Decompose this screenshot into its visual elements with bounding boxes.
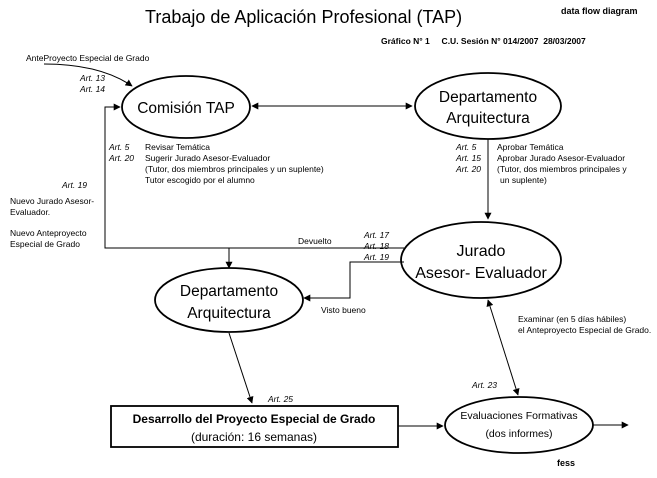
- article-20-right: Art. 20: [455, 164, 481, 174]
- article-18: Art. 18: [363, 241, 389, 251]
- node-departamento-mid-line1: Departamento: [180, 283, 278, 300]
- comision-task-1: Revisar Temática: [145, 142, 210, 152]
- node-departamento-top: [414, 72, 562, 140]
- comision-task-3: (Tutor, dos miembros principales y un su…: [145, 164, 324, 174]
- depto-task-3: (Tutor, dos miembros principales y: [497, 164, 627, 174]
- node-desarrollo-proyecto: [110, 405, 399, 448]
- article-17: Art. 17: [363, 230, 389, 240]
- article-13: Art. 13: [79, 73, 105, 83]
- article-23: Art. 23: [471, 380, 497, 390]
- article-20-left: Art. 20: [108, 153, 134, 163]
- nuevo-anteproyecto-line1: Nuevo Anteproyecto: [10, 228, 87, 238]
- comision-task-4: Tutor escogido por el alumno: [145, 175, 255, 185]
- visto-bueno-label: Visto bueno: [321, 305, 366, 315]
- node-comision-tap: [121, 75, 251, 139]
- node-evaluaciones-line1: Evaluaciones Formativas: [460, 410, 577, 422]
- fess-label: fess: [557, 458, 575, 468]
- node-evaluaciones-formativas: [444, 396, 594, 454]
- article-14: Art. 14: [79, 84, 105, 94]
- input-label: AnteProyecto Especial de Grado: [26, 53, 150, 63]
- node-comision-label: Comisión TAP: [137, 100, 235, 117]
- flow-departamento-to-desarrollo: [228, 332, 254, 404]
- depto-task-1: Aprobar Temática: [497, 142, 564, 152]
- depto-task-4: un suplente): [500, 175, 547, 185]
- article-25: Art. 25: [267, 394, 293, 404]
- node-departamento-top-line2: Arquitectura: [446, 110, 530, 127]
- flow-devuelto-to-comision: [104, 103, 404, 249]
- diagram-title: Trabajo de Aplicación Profesional (TAP): [145, 7, 462, 27]
- node-evaluaciones-line2: (dos informes): [485, 428, 552, 440]
- nuevo-anteproyecto-line2: Especial de Grado: [10, 239, 80, 249]
- comision-task-2: Sugerir Jurado Asesor-Evaluador: [145, 153, 270, 163]
- node-jurado-asesor-evaluador: [400, 221, 562, 299]
- article-19-left: Art. 19: [61, 180, 87, 190]
- nuevo-jurado-line2: Evaluador.: [10, 207, 50, 217]
- node-departamento-mid-line2: Arquitectura: [187, 305, 271, 322]
- node-desarrollo-line2: (duración: 16 semanas): [191, 430, 317, 444]
- flow-jurado-evaluaciones: [486, 299, 520, 396]
- examinar-line1: Examinar (en 5 días hábiles): [518, 314, 626, 324]
- node-departamento-top-line1: Departamento: [439, 89, 537, 106]
- examinar-line2: el Anteproyecto Especial de Grado.: [518, 325, 651, 335]
- flow-visto-bueno: [303, 261, 404, 302]
- article-15-right: Art. 15: [455, 153, 481, 163]
- session-meta: Gráfico N° 1 C.U. Sesión N° 014/2007 28/…: [381, 36, 586, 46]
- node-jurado-line2: Asesor- Evaluador: [415, 265, 547, 282]
- article-5-left: Art. 5: [108, 142, 130, 152]
- node-desarrollo-line1: Desarrollo del Proyecto Especial de Grad…: [133, 412, 376, 426]
- article-5-right: Art. 5: [455, 142, 477, 152]
- article-19-mid: Art. 19: [363, 252, 389, 262]
- node-jurado-line1: Jurado: [457, 243, 506, 260]
- devuelto-label: Devuelto: [298, 236, 332, 246]
- node-departamento-mid: [154, 267, 304, 333]
- diagram-type-tag: data flow diagram: [561, 6, 638, 16]
- nuevo-jurado-line1: Nuevo Jurado Asesor-: [10, 196, 94, 206]
- depto-task-2: Aprobar Jurado Asesor-Evaluador: [497, 153, 625, 163]
- flow-input-to-comision: [43, 63, 133, 87]
